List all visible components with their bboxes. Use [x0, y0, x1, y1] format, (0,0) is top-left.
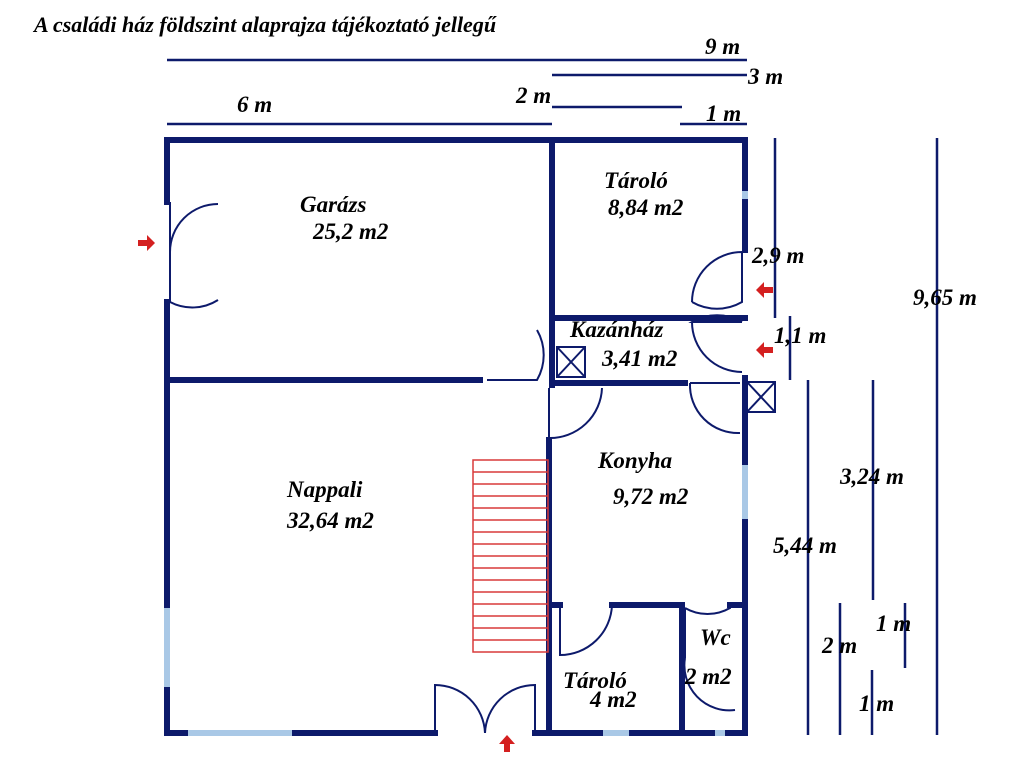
dim-label-left-width: 6 m [237, 92, 272, 117]
arrow-boiler-entrance [756, 342, 773, 358]
dim-label-kitchen-height: 3,24 m [839, 464, 904, 489]
room-name-garazs: Garázs [300, 192, 367, 217]
room-name-kazanhaz: Kazánház [569, 317, 663, 342]
door-storage-outer[interactable] [691, 251, 743, 310]
room-area-tarolo-lower: 4 m2 [589, 687, 637, 712]
door-garage-interior[interactable] [487, 329, 545, 381]
door-hall-kitchen[interactable] [548, 387, 603, 440]
dim-label-wc-1m-bottom: 1 m [859, 691, 894, 716]
dim-label-lower-height: 5,44 m [773, 533, 837, 558]
room-area-nappali: 32,64 m2 [286, 508, 374, 533]
dim-label-wc-2m: 2 m [821, 633, 857, 658]
dim-label-total-width: 9 m [705, 34, 740, 59]
chimney-box-right [746, 381, 776, 413]
dim-label-right-width: 3 m [747, 64, 783, 89]
arrow-garage-entrance [138, 235, 155, 251]
door-small-storage[interactable] [559, 604, 613, 657]
room-name-nappali: Nappali [286, 477, 363, 502]
room-area-tarolo-upper: 8,84 m2 [608, 195, 683, 220]
room-name-wc: Wc [700, 625, 731, 650]
chimney-box-boiler [556, 346, 586, 378]
chimney-boxes [556, 346, 776, 413]
door-boiler-outer[interactable] [688, 314, 743, 373]
door-wc[interactable] [683, 605, 736, 712]
dim-label-boiler-height: 1,1 m [774, 323, 826, 348]
room-area-kazanhaz: 3,41 m2 [601, 346, 677, 371]
door-boiler-kitchen[interactable] [688, 382, 741, 435]
dim-label-1m-top: 1 m [706, 101, 741, 126]
arrow-main-entrance [499, 735, 515, 752]
dim-label-wc-1m-top: 1 m [876, 611, 911, 636]
page-title: A családi ház földszint alaprajza tájéko… [34, 12, 497, 37]
room-name-konyha: Konyha [597, 448, 672, 473]
dim-label-total-height: 9,65 m [913, 285, 977, 310]
room-labels: Garázs 25,2 m2 Tároló 8,84 m2 Kazánház 3… [286, 168, 732, 712]
stairs [472, 459, 549, 653]
dim-label-2m: 2 m [515, 83, 551, 108]
dimension-labels: 9 m 3 m 2 m 6 m 1 m 2,9 m 1,1 m 9,65 m 3… [237, 34, 977, 716]
dim-label-storage-height: 2,9 m [751, 243, 804, 268]
arrow-storage-entrance [756, 282, 773, 298]
door-entrance[interactable] [434, 683, 536, 734]
walls [164, 137, 748, 736]
dimension-lines [167, 58, 939, 735]
room-area-wc: 2 m2 [684, 664, 732, 689]
doors [169, 202, 743, 734]
room-name-tarolo-lower: Tároló [563, 668, 627, 693]
room-area-konyha: 9,72 m2 [613, 484, 688, 509]
entrance-arrows [138, 235, 773, 752]
room-name-tarolo-upper: Tároló [604, 168, 668, 193]
room-area-garazs: 25,2 m2 [312, 219, 388, 244]
door-garage-outer[interactable] [169, 202, 219, 309]
